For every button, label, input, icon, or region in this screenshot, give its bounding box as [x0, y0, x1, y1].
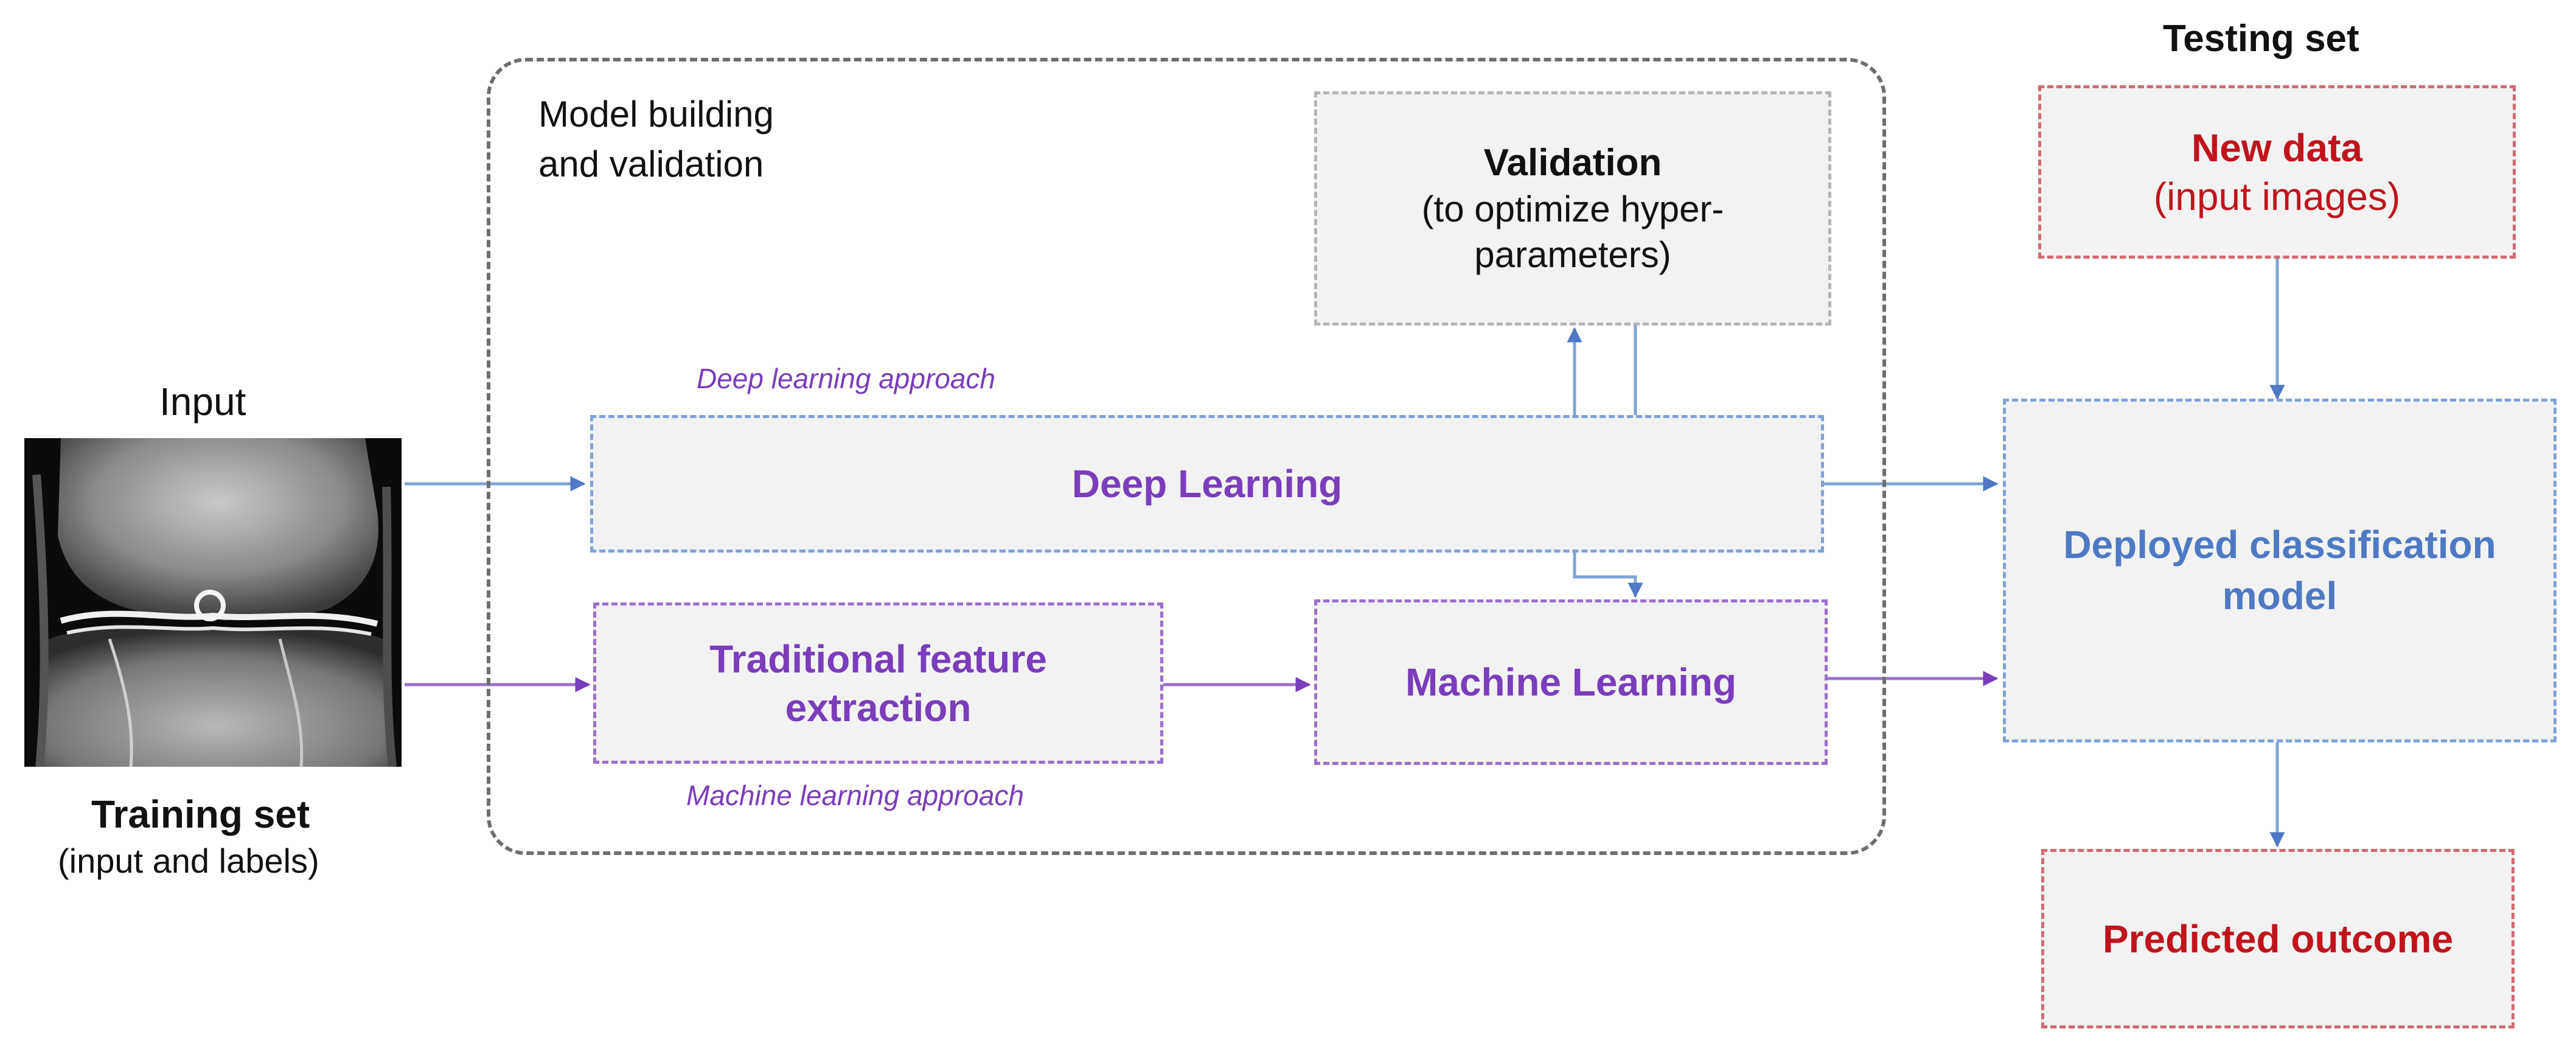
machine-learning-box: Machine Learning — [1314, 599, 1828, 765]
feature-extraction-box: Traditional feature extraction — [593, 602, 1163, 764]
training-set-subtitle: (input and labels) — [58, 842, 319, 880]
validation-title: Validation — [1483, 141, 1662, 184]
validation-box: Validation (to optimize hyper- parameter… — [1314, 91, 1831, 326]
knee-mri-image — [24, 438, 402, 767]
new-data-box: New data (input images) — [2038, 85, 2516, 259]
validation-line2: parameters) — [1474, 234, 1671, 276]
input-title: Input — [159, 380, 246, 424]
model-group-title-line1: Model building — [538, 94, 774, 134]
predicted-outcome-box: Predicted outcome — [2041, 849, 2515, 1028]
feature-extraction-line1: Traditional feature — [709, 637, 1047, 681]
testing-set-title: Testing set — [2163, 18, 2359, 60]
training-set-title: Training set — [91, 792, 310, 836]
validation-line1: (to optimize hyper- — [1421, 189, 1724, 230]
feature-extraction-line2: extraction — [785, 685, 972, 730]
new-data-title: New data — [2191, 125, 2362, 170]
deployed-model-line2: model — [2222, 573, 2338, 618]
machine-learning-label: Machine Learning — [1405, 660, 1737, 704]
model-group-title-line2: and validation — [538, 144, 764, 184]
predicted-outcome-label: Predicted outcome — [2102, 916, 2454, 961]
machine-learning-approach-label: Machine learning approach — [686, 780, 1024, 811]
new-data-subtitle: (input images) — [2153, 174, 2401, 218]
deployed-model-line1: Deployed classification — [2063, 523, 2496, 567]
model-building-group — [487, 58, 1886, 855]
deployed-model-box: Deployed classification model — [2003, 399, 2557, 742]
deep-learning-approach-label: Deep learning approach — [697, 363, 996, 394]
deep-learning-label: Deep Learning — [1071, 462, 1343, 506]
deep-learning-box: Deep Learning — [590, 415, 1824, 553]
